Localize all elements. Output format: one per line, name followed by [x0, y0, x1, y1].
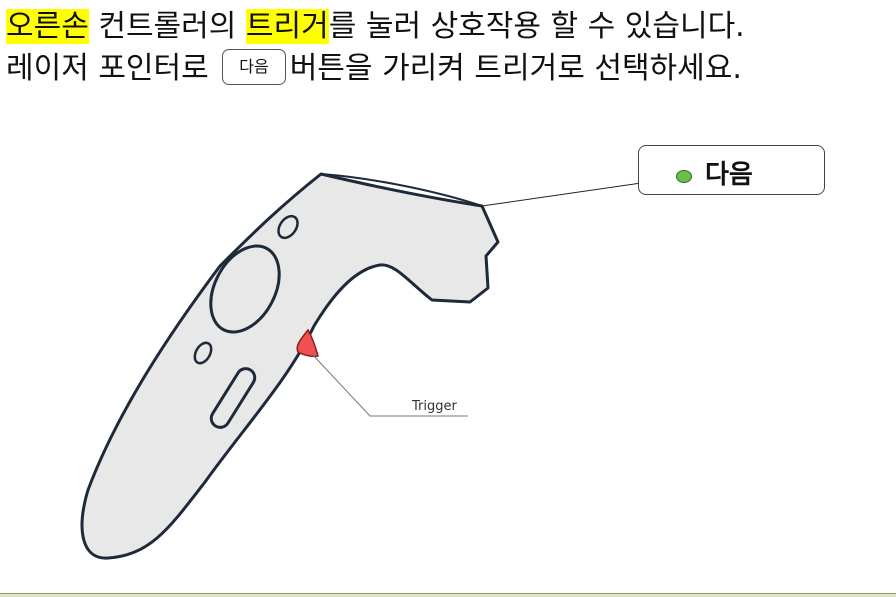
instruction-text-segment: 를 눌러 상호작용 할 수 있습니다. [328, 9, 745, 44]
bottom-divider [0, 593, 896, 597]
controller-body [80, 172, 500, 560]
instruction-line-1: 오른손 컨트롤러의 트리거를 눌러 상호작용 할 수 있습니다. [6, 6, 892, 48]
laser-pointer-dot-icon [676, 170, 692, 183]
next-button[interactable]: 다음 [638, 145, 825, 195]
trigger-label: Trigger [412, 399, 457, 414]
menu-button [277, 214, 299, 240]
trigger [296, 328, 319, 358]
instruction-text-segment: 버튼을 가리켜 트리거로 선택하세요. [289, 51, 742, 86]
inline-next-button-illustration: 다음 [222, 48, 286, 85]
highlight-right-hand: 오른손 [6, 9, 89, 44]
next-button-label: 다음 [705, 160, 753, 190]
instruction-text-segment: 컨트롤러의 [88, 9, 246, 44]
controller-top-rim [320, 173, 483, 207]
trackpad [209, 244, 281, 334]
grip-button [209, 367, 257, 429]
instruction-text-segment: 레이저 포인터로 [6, 51, 219, 86]
instruction-text: 오른손 컨트롤러의 트리거를 눌러 상호작용 할 수 있습니다. 레이저 포인터… [6, 6, 892, 90]
trigger-leader-line [311, 353, 468, 417]
highlight-trigger: 트리거 [245, 9, 329, 44]
system-button [193, 341, 213, 365]
